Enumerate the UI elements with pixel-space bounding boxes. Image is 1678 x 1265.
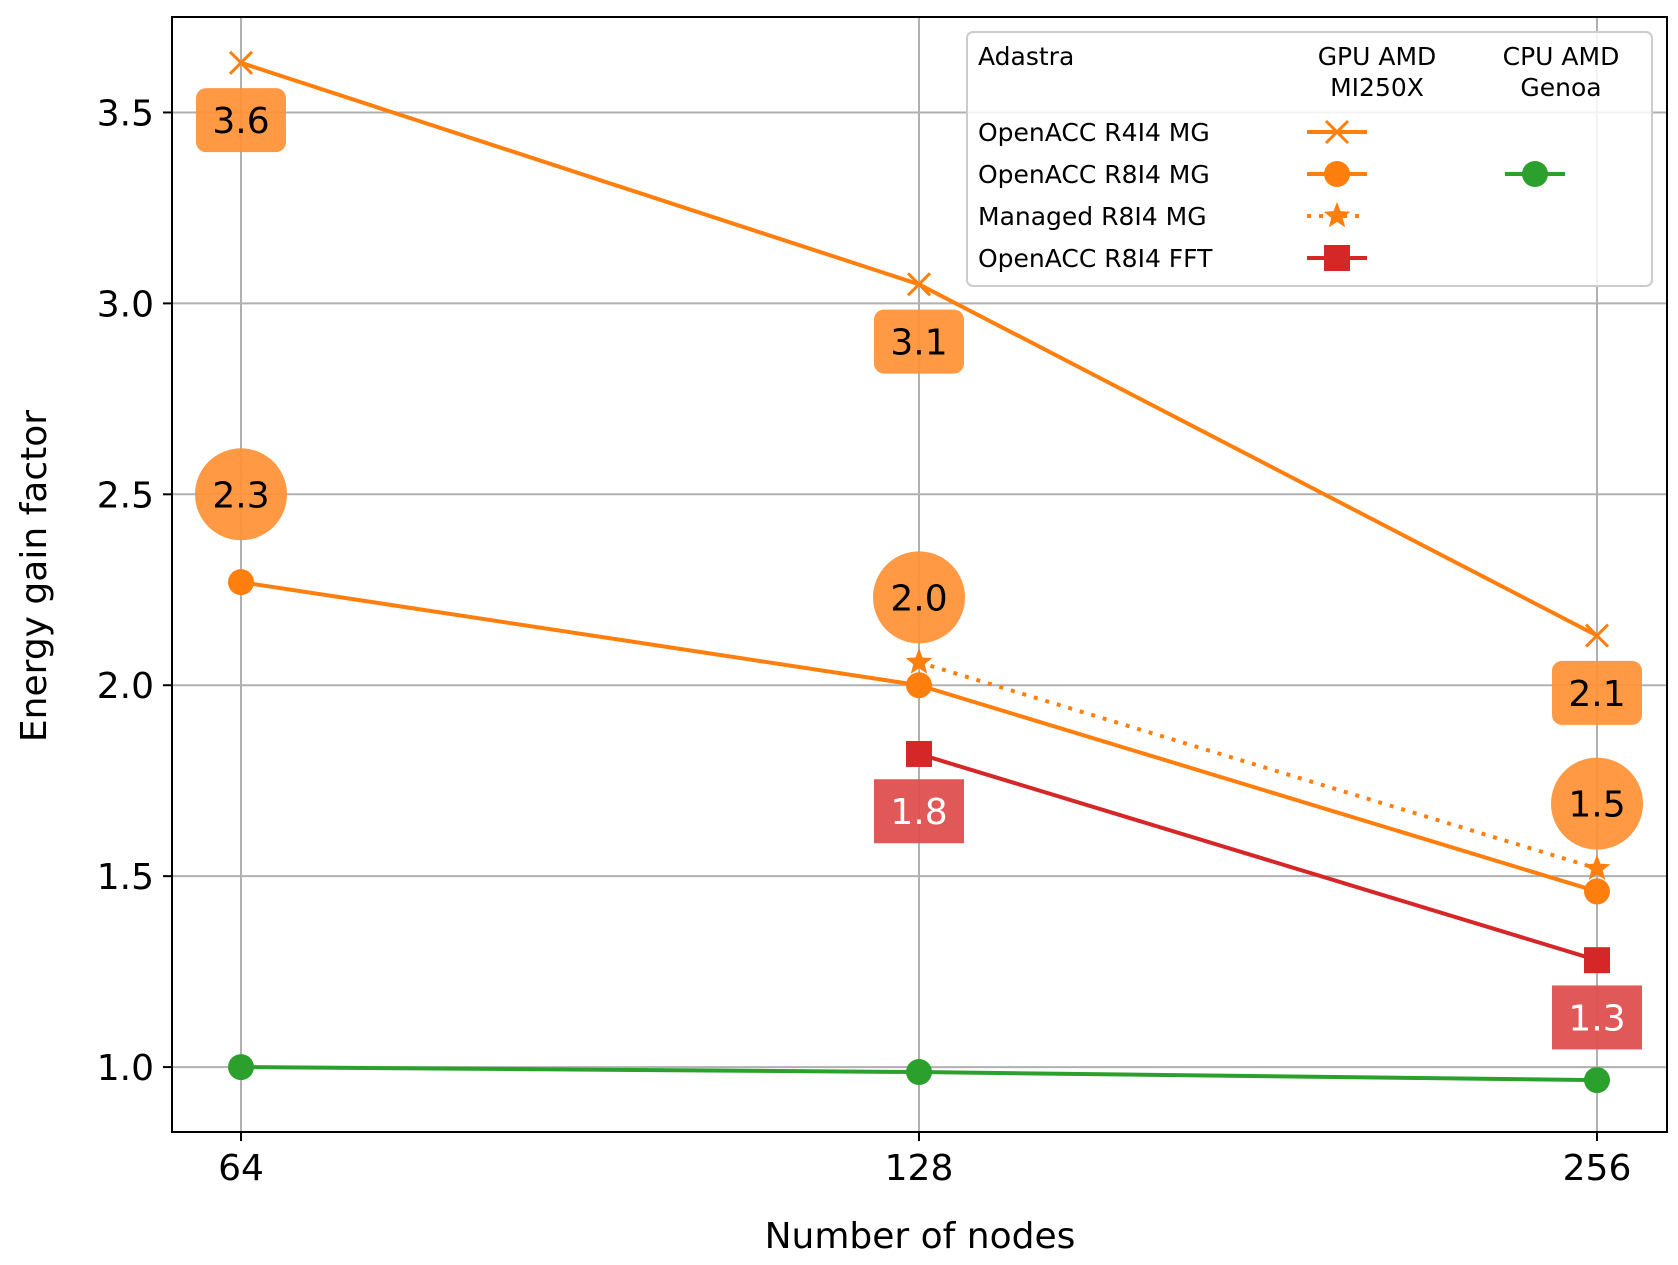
value-label: 2.0 xyxy=(890,578,947,619)
series-line-managed_gpu xyxy=(918,660,1598,871)
legend-box xyxy=(966,31,1653,287)
value-badge-box xyxy=(1552,985,1642,1050)
legend-row-label: OpenACC R8I4 FFT xyxy=(978,244,1213,273)
value-label: 2.3 xyxy=(212,475,269,516)
value-badge-circle xyxy=(1551,757,1643,850)
legend-swatch-r4i4_gpu xyxy=(1324,119,1350,145)
legend-swatch-managed_gpu xyxy=(1323,202,1351,228)
legend-row-label: Managed R8I4 MG xyxy=(978,202,1207,231)
value-label: 1.8 xyxy=(890,792,947,833)
data-point-fft_gpu xyxy=(906,740,932,767)
value-label: 1.5 xyxy=(1568,785,1625,826)
data-point-r8i4_cpu xyxy=(228,1054,254,1081)
y-tick-label: 3.5 xyxy=(97,93,154,134)
axis-ticks: 64 128 256 1.0 1.5 2.0 2.5 3.0 3.5 xyxy=(97,93,1632,1189)
x-tick-label: 256 xyxy=(1563,1148,1632,1189)
value-badge-circle xyxy=(873,551,965,644)
series-layer xyxy=(228,50,1611,1094)
y-tick-label: 1.5 xyxy=(97,857,154,898)
data-point-managed_gpu xyxy=(905,648,933,674)
value-label: 3.6 xyxy=(212,101,269,142)
value-label: 1.3 xyxy=(1568,998,1625,1039)
x-axis-label: Number of nodes xyxy=(765,1216,1076,1257)
series-line-fft_gpu xyxy=(918,752,1598,963)
y-tick-label: 2.5 xyxy=(97,475,154,516)
data-point-r8i4_gpu xyxy=(228,569,254,596)
data-point-fft_gpu xyxy=(1584,947,1610,974)
x-tick-label: 64 xyxy=(218,1148,264,1189)
value-badge-box xyxy=(1552,660,1642,725)
y-axis-label: Energy gain factor xyxy=(14,410,55,742)
legend-swatch-fft_gpu xyxy=(1324,245,1350,271)
value-badge-box xyxy=(874,779,964,844)
data-point-r8i4_gpu xyxy=(1584,878,1610,905)
value-label: 2.1 xyxy=(1568,674,1625,715)
legend-row-label: OpenACC R4I4 MG xyxy=(978,118,1210,147)
legend-swatch-r8i4_gpu xyxy=(1324,161,1350,187)
data-point-r8i4_cpu xyxy=(1584,1067,1610,1094)
value-badge-box xyxy=(196,88,286,153)
data-point-r4i4_gpu xyxy=(228,50,254,75)
value-badge-box xyxy=(874,309,964,374)
data-point-r8i4_cpu xyxy=(906,1059,932,1086)
data-point-r4i4_gpu xyxy=(1584,623,1610,648)
data-point-r4i4_gpu xyxy=(906,272,932,297)
data-point-r8i4_gpu xyxy=(906,672,932,699)
y-tick-label: 3.0 xyxy=(97,284,154,325)
value-label: 3.1 xyxy=(890,323,947,364)
y-tick-label: 1.0 xyxy=(97,1048,154,1089)
legend-row-label: OpenACC R8I4 MG xyxy=(978,160,1210,189)
x-tick-label: 128 xyxy=(885,1148,954,1189)
legend-swatch-r8i4_cpu xyxy=(1522,161,1548,187)
data-point-managed_gpu xyxy=(1583,854,1611,880)
legend-title: Adastra xyxy=(978,42,1074,71)
y-tick-label: 2.0 xyxy=(97,666,154,707)
annotations-layer: 3.6 3.1 2.1 2.3 2.0 1.5 1.8 1.3 xyxy=(195,88,1643,1050)
value-badge-circle xyxy=(195,448,287,541)
